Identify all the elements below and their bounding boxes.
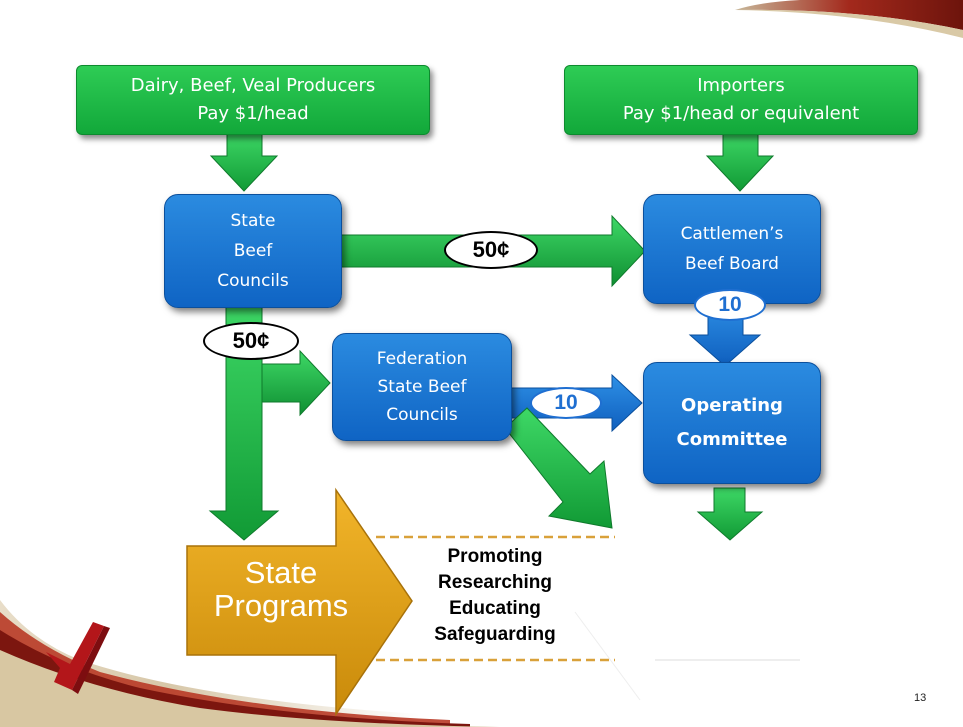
cattlemens-beef-board-box: Cattlemen’s Beef Board [643,194,821,304]
operating-committee-box: Operating Committee [643,362,821,484]
board-committee-oval: 10 [694,289,766,321]
board-committee-label: 10 [718,293,742,316]
board-line1: Cattlemen’s [680,224,784,244]
arrow-producers-to-state [209,131,279,192]
activity-item: Promoting [447,546,543,567]
state-programs-line1: State [244,555,318,590]
white-wedge [615,490,655,727]
state-programs-line2: Programs [213,588,349,623]
amount-oval-to-board: 50¢ [444,231,538,269]
activity-item: Researching [437,572,553,593]
federation-line3: Councils [386,405,458,425]
board-line2: Beef Board [685,254,779,274]
committee-line1: Operating [681,395,783,416]
producers-line1: Dairy, Beef, Veal Producers [130,75,376,96]
arrow-state-to-federation [261,349,331,417]
federation-line2: State Beef [377,377,467,397]
state-line2: Beef [233,241,273,261]
arrow-importers-to-board [705,131,775,192]
amount-to-states-label: 50¢ [232,328,270,353]
state-beef-councils-box: State Beef Councils [164,194,342,308]
top-swoosh-decoration [735,0,963,38]
federation-committee-oval: 10 [530,387,602,419]
arrow-committee-down [696,487,764,541]
state-programs-arrow [186,487,413,717]
federation-line1: Federation [376,349,468,369]
importers-box: Importers Pay $1/head or equivalent [564,65,918,135]
committee-line2: Committee [676,429,788,450]
importers-line2: Pay $1/head or equivalent [622,103,860,124]
producers-line2: Pay $1/head [197,103,309,124]
amount-to-board-label: 50¢ [472,237,510,262]
bottom-swoosh-decoration [0,600,500,727]
state-programs-label: State Programs [196,556,366,622]
federation-box: Federation State Beef Councils [332,333,512,441]
activity-item: Safeguarding [434,624,556,645]
activities-list: Promoting Researching Educating Safeguar… [400,544,590,648]
activity-item: Educating [449,598,541,619]
state-line3: Councils [217,271,289,291]
beef-logo [46,622,110,694]
federation-committee-label: 10 [554,391,578,414]
state-line1: State [230,211,276,231]
arrow-federation-diagonal [504,407,613,529]
producers-box: Dairy, Beef, Veal Producers Pay $1/head [76,65,430,135]
page-number: 13 [914,692,927,704]
amount-oval-to-states: 50¢ [203,322,299,360]
importers-line1: Importers [697,75,785,96]
